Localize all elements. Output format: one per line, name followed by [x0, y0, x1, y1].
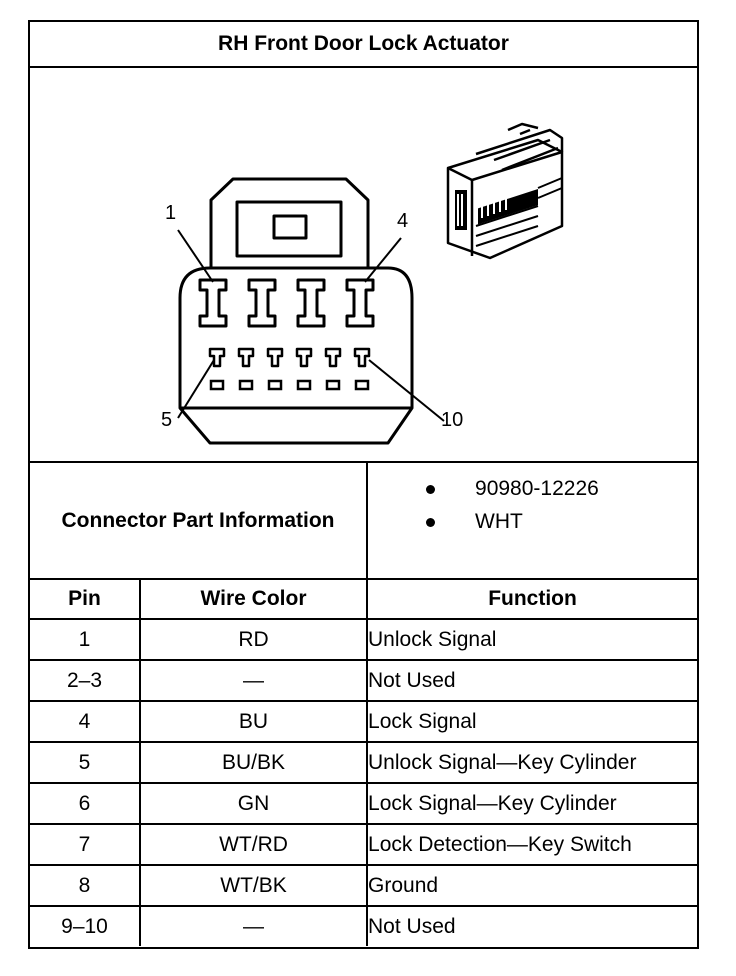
connector-sheet: RH Front Door Lock Actuator [28, 20, 699, 949]
wire-color-cell: — [138, 659, 369, 702]
function-cell: Unlock Signal—Key Cylinder [366, 741, 698, 784]
function-cell: Not Used [366, 905, 698, 946]
pin-cell: 7 [30, 823, 141, 866]
pin-cell: 4 [30, 700, 141, 743]
callout-pin-10: 10 [441, 409, 464, 431]
page-title: RH Front Door Lock Actuator [30, 22, 697, 68]
wire-color-cell: WT/BK [138, 864, 369, 907]
connector-part-info-row: Connector Part Information 90980-12226 W… [30, 461, 698, 580]
wire-color-cell: BU [138, 700, 369, 743]
pin-cell: 1 [30, 618, 141, 661]
wire-color-cell: WT/RD [138, 823, 369, 866]
pin-cell: 8 [30, 864, 141, 907]
table-row: 1 RD Unlock Signal [30, 618, 698, 661]
connector-face-drawing [177, 122, 564, 445]
pin-cell: 2–3 [30, 659, 141, 702]
table-row: 9–10 — Not Used [30, 905, 698, 946]
callout-pin-1: 1 [165, 202, 177, 224]
table-row: 5 BU/BK Unlock Signal—Key Cylinder [30, 741, 698, 784]
bullet-icon [426, 485, 436, 494]
connector-part-info-list: 90980-12226 WHT [366, 461, 698, 580]
pin-cell: 5 [30, 741, 141, 784]
wire-color-cell: — [138, 905, 369, 946]
function-cell: Lock Signal—Key Cylinder [366, 782, 698, 825]
pin-cell: 6 [30, 782, 141, 825]
callout-pin-5: 5 [161, 409, 173, 431]
function-cell: Not Used [366, 659, 698, 702]
connector-table: Connector Part Information 90980-12226 W… [30, 461, 698, 946]
header-function: Function [366, 578, 698, 620]
wire-color-cell: GN [138, 782, 369, 825]
connector-color: WHT [475, 510, 523, 533]
wire-color-cell: RD [138, 618, 369, 661]
table-header-row: Pin Wire Color Function [30, 578, 698, 620]
header-wire-color: Wire Color [138, 578, 369, 620]
connector-color-item: WHT [368, 510, 697, 543]
table-row: 2–3 — Not Used [30, 659, 698, 702]
bullet-icon [426, 518, 436, 527]
part-number-item: 90980-12226 [368, 477, 697, 510]
pin-cell: 9–10 [30, 905, 141, 946]
function-cell: Lock Detection—Key Switch [366, 823, 698, 866]
table-row: 8 WT/BK Ground [30, 864, 698, 907]
header-pin: Pin [30, 578, 141, 620]
table-row: 4 BU Lock Signal [30, 700, 698, 743]
function-cell: Unlock Signal [366, 618, 698, 661]
table-row: 7 WT/RD Lock Detection—Key Switch [30, 823, 698, 866]
function-cell: Ground [366, 864, 698, 907]
wire-color-cell: BU/BK [138, 741, 369, 784]
callout-pin-4: 4 [397, 210, 409, 232]
function-cell: Lock Signal [366, 700, 698, 743]
connector-diagram: 1 4 5 10 [30, 68, 697, 462]
connector-part-info-label: Connector Part Information [30, 461, 369, 580]
part-number: 90980-12226 [475, 477, 599, 500]
table-row: 6 GN Lock Signal—Key Cylinder [30, 782, 698, 825]
